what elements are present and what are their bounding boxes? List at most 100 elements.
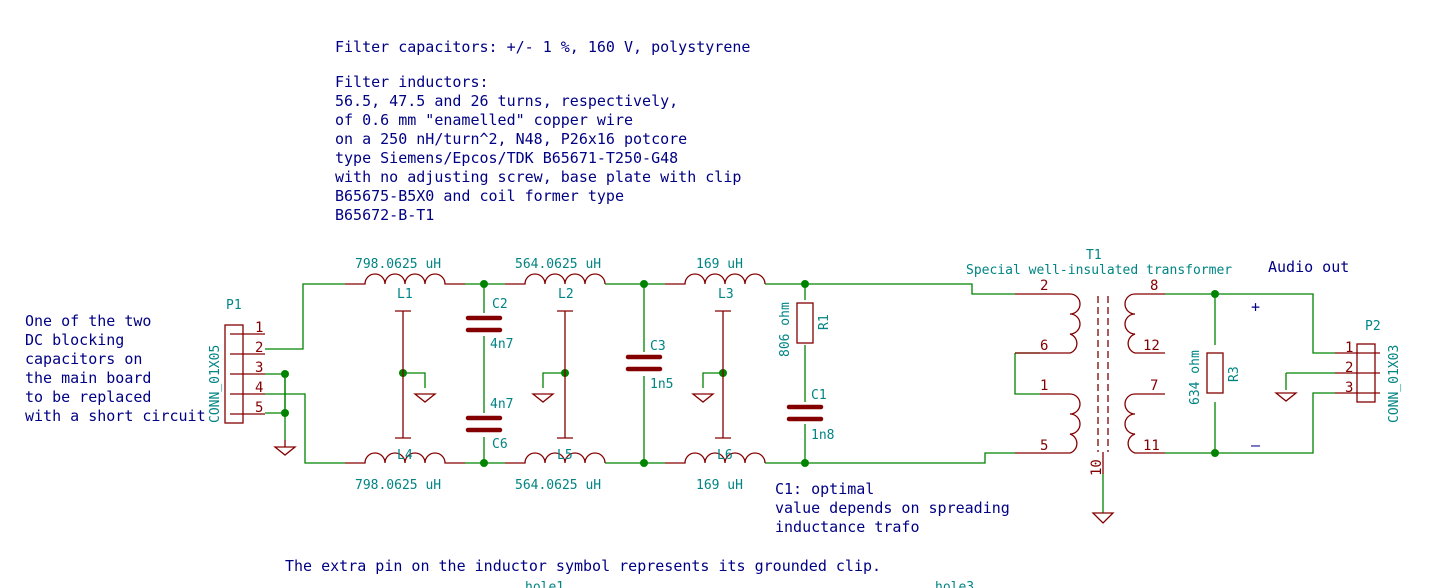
inductor-note-line: of 0.6 mm "enamelled" copper wire — [335, 111, 633, 129]
capacitor-note: Filter capacitors: +/- 1 %, 160 V, polys… — [335, 38, 750, 56]
inductor-note-line: 56.5, 47.5 and 26 turns, respectively, — [335, 92, 678, 110]
inductors: 798.0625 uH L1 564.0625 uH L2 169 uH L3 … — [345, 257, 766, 493]
p1-ref: P1 — [226, 298, 242, 313]
inductor-note-line: B65675-B5X0 and coil former type — [335, 187, 624, 205]
l4-value: 798.0625 uH — [355, 478, 441, 493]
capacitor-c6 — [465, 415, 503, 433]
p2-pin-number: 1 — [1345, 340, 1353, 356]
junction-dot — [480, 280, 488, 288]
clip-note: The extra pin on the inductor symbol rep… — [285, 557, 881, 575]
blocking-note-line: One of the two — [25, 312, 151, 330]
inductor-note-line: B65672-B-T1 — [335, 206, 434, 224]
ground-symbol — [531, 393, 555, 403]
ground-symbol — [413, 393, 437, 403]
t1-pin-number: 11 — [1143, 438, 1160, 454]
capacitor-c3 — [625, 354, 663, 372]
l6-value: 169 uH — [696, 478, 743, 493]
resistors: R1 806 ohm R3 634 ohm — [778, 302, 1242, 405]
l2-ref: L2 — [558, 287, 574, 302]
c1-ref: C1 — [811, 388, 827, 403]
capacitor-c1 — [786, 404, 824, 422]
p1-pin-number: 5 — [255, 400, 263, 416]
p2-value: CONN_01X03 — [1387, 345, 1402, 423]
p2-pin-number: 3 — [1345, 380, 1353, 396]
blocking-note-line: the main board — [25, 369, 151, 387]
l5-ref: L5 — [557, 448, 573, 463]
polarity-minus: – — [1251, 436, 1261, 454]
l1-value: 798.0625 uH — [355, 257, 441, 272]
t1-pin-number: 10 — [1089, 459, 1105, 476]
c3-ref: C3 — [650, 339, 666, 354]
polarity-plus: + — [1251, 298, 1260, 316]
r1-ref: R1 — [817, 314, 832, 330]
t1-pin-number: 6 — [1040, 338, 1048, 354]
t1-description: Special well-insulated transformer — [966, 263, 1232, 278]
ground-symbol — [691, 393, 715, 403]
inductor-l6 — [665, 452, 766, 464]
r3-ref: R3 — [1227, 366, 1242, 382]
r3-value: 634 ohm — [1188, 350, 1203, 405]
connector-p2: + – P2 CONN_01X03 1 2 3 — [1251, 298, 1402, 454]
c2-value: 4n7 — [490, 337, 513, 352]
inductor-note-line: type Siemens/Epcos/TDK B65671-T250-G48 — [335, 149, 678, 167]
ground-symbol — [1274, 392, 1298, 402]
t1-pin-number: 12 — [1143, 338, 1160, 354]
connector-p1: P1 CONN_01X05 1 2 3 4 5 — [208, 298, 297, 456]
ground-symbol — [273, 440, 297, 456]
c6-value: 4n7 — [490, 397, 513, 412]
l2-value: 564.0625 uH — [515, 257, 601, 272]
p1-pin-number: 4 — [255, 380, 263, 396]
c1-value: 1n8 — [811, 428, 834, 443]
t1-pin-number: 2 — [1040, 278, 1048, 294]
blocking-note-line: to be replaced — [25, 388, 151, 406]
inductor-note-line: on a 250 nH/turn^2, N48, P26x16 potcore — [335, 130, 687, 148]
l3-ref: L3 — [718, 287, 734, 302]
junction-dot — [801, 459, 809, 467]
l5-value: 564.0625 uH — [515, 478, 601, 493]
inductor-l3 — [665, 273, 766, 285]
l3-value: 169 uH — [696, 257, 743, 272]
c1-note-line: C1: optimal — [775, 480, 874, 498]
audio-out-label: Audio out — [1268, 258, 1349, 276]
resistor-r3 — [1206, 352, 1224, 394]
junction-dot — [281, 409, 289, 417]
junction-dot — [801, 280, 809, 288]
inductor-l2 — [505, 273, 606, 285]
inductor-l1 — [345, 273, 465, 285]
p2-pin-number: 2 — [1345, 360, 1353, 376]
c1-note-line: value depends on spreading — [775, 499, 1010, 517]
junction-dot — [640, 280, 648, 288]
p2-ref: P2 — [1365, 319, 1381, 334]
p1-pin-number: 1 — [255, 320, 263, 336]
transformer-t1: T1 Special well-insulated transformer 2 … — [966, 248, 1232, 524]
blocking-note-line: capacitors on — [25, 350, 142, 368]
inductor-note-line: Filter inductors: — [335, 73, 489, 91]
wires — [265, 283, 1335, 513]
t1-ref: T1 — [1086, 248, 1102, 263]
notes: Filter capacitors: +/- 1 %, 160 V, polys… — [25, 38, 1349, 588]
t1-pin-number: 5 — [1040, 438, 1048, 454]
capacitor-c2 — [465, 315, 503, 333]
junctions — [281, 280, 1219, 467]
c6-ref: C6 — [492, 437, 508, 452]
junction-dot — [480, 459, 488, 467]
resistor-r1 — [796, 302, 814, 344]
l6-ref: L6 — [717, 448, 733, 463]
p1-value: CONN_01X05 — [208, 345, 223, 423]
junction-dot — [1211, 290, 1219, 298]
junction-dot — [640, 459, 648, 467]
ground-symbol — [1091, 512, 1115, 524]
capacitors: C2 4n7 4n7 C6 C3 1n5 C1 1n8 — [465, 297, 834, 452]
inductor-l5 — [505, 452, 606, 464]
t1-pin-number: 8 — [1150, 278, 1158, 294]
blocking-note-line: DC blocking — [25, 331, 124, 349]
hole1-label: hole1 — [525, 580, 564, 588]
blocking-note-line: with a short circuit — [25, 407, 206, 425]
junction-dot — [281, 370, 289, 378]
c2-ref: C2 — [492, 297, 508, 312]
hole3-label: hole3 — [935, 580, 974, 588]
p1-pin-number: 3 — [255, 360, 263, 376]
junction-dot — [1211, 449, 1219, 457]
r1-value: 806 ohm — [778, 302, 793, 357]
